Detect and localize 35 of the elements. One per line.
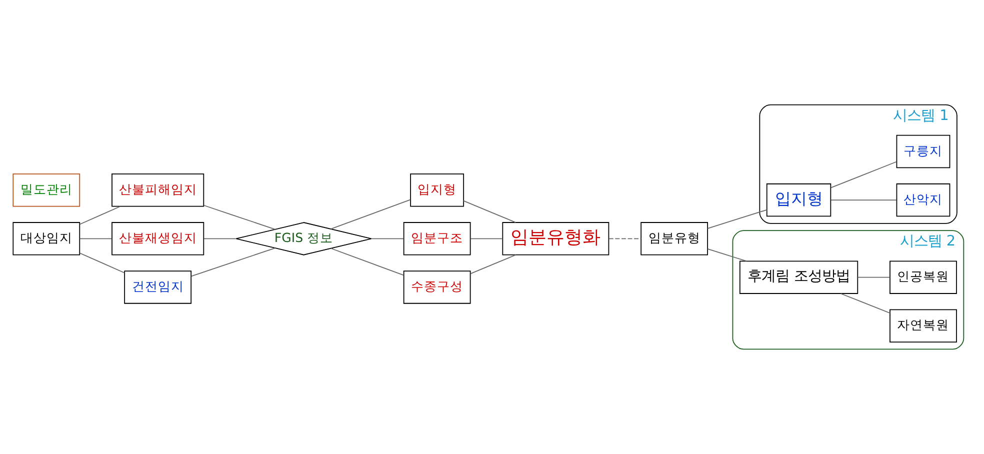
connector <box>857 276 890 278</box>
connector <box>608 238 642 240</box>
node-box: 자연복원 <box>890 309 957 342</box>
node-box: 임분유형 <box>640 222 708 256</box>
connector <box>840 293 890 314</box>
connector <box>79 206 120 225</box>
node-box: 입지형 <box>410 174 464 207</box>
node-box: 산불재생임지 <box>112 222 204 256</box>
node-box: 산악지 <box>896 183 950 217</box>
connector <box>830 161 897 188</box>
node-diamond: FGIS 정보 <box>236 222 372 256</box>
connector <box>330 199 411 230</box>
node-box: 임분유형화 <box>502 222 610 256</box>
connector <box>470 238 503 240</box>
node-box: 밀도관리 <box>12 174 80 207</box>
connector <box>79 252 125 274</box>
connector <box>470 254 516 274</box>
connector <box>203 204 276 230</box>
connector <box>190 248 276 277</box>
node-box: 임분구조 <box>403 222 471 256</box>
connector <box>79 238 112 240</box>
connector <box>330 248 404 276</box>
node-box: 대상임지 <box>12 222 80 256</box>
connector <box>203 238 236 240</box>
connector <box>707 209 768 229</box>
node-box: 후계림 조성방법 <box>739 260 858 294</box>
connector <box>371 238 404 240</box>
node-box: 건전임지 <box>124 270 192 304</box>
connector <box>463 200 516 223</box>
node-box: 인공복원 <box>890 260 957 294</box>
connector <box>707 248 747 262</box>
node-box: 구릉지 <box>896 134 950 168</box>
node-box: 산불피해임지 <box>112 174 204 207</box>
node-box: 입지형 <box>766 183 832 217</box>
node-box: 수종구성 <box>403 270 471 304</box>
